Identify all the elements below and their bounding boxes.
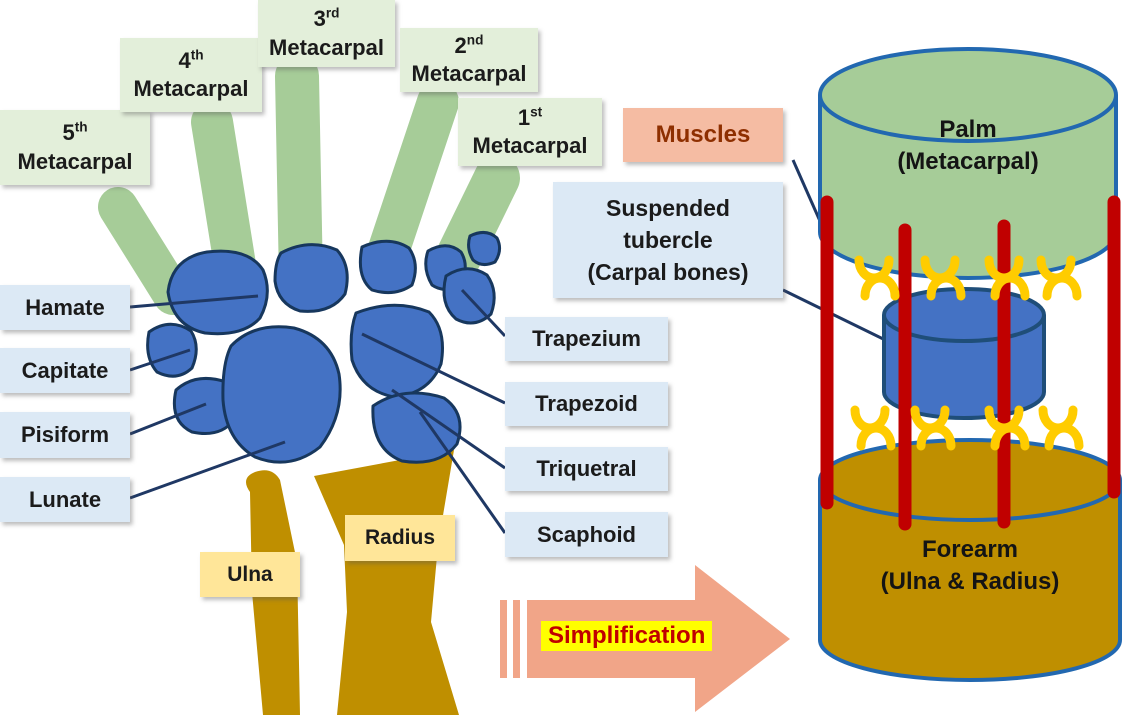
lunate-leader-line (129, 440, 286, 500)
label-scaphoid: Scaphoid (505, 512, 668, 557)
label-line: Metacarpal (17, 148, 133, 174)
label-1st-metacarpal: 1st Metacarpal (458, 98, 602, 166)
label-line: (Ulna & Radius) (880, 567, 1060, 595)
label-line: Metacarpal (411, 61, 527, 86)
capitate-leader-line (129, 348, 191, 372)
label-ulna: Ulna (200, 552, 300, 597)
label-line: tubercle (623, 226, 713, 253)
trapezoid-leader-line (361, 332, 506, 405)
lunate-bone (221, 325, 342, 464)
label-3rd-metacarpal: 3rd Metacarpal (258, 0, 395, 67)
label-muscles: Muscles (623, 108, 783, 162)
palm-cylinder-label: Palm (Metacarpal) (818, 114, 1118, 177)
triquetral-leader-line (391, 388, 506, 470)
label-line: 3rd (313, 6, 340, 32)
label-line: Metacarpal (269, 34, 384, 60)
label-triquetral: Triquetral (505, 447, 668, 491)
scaphoid-bone (371, 391, 462, 464)
carpal-top-right-bone (358, 239, 417, 295)
arrow-stripe-2 (513, 600, 520, 678)
metacarpal-2-bone (365, 81, 459, 279)
label-radius: Radius (345, 515, 455, 561)
forearm-cylinder (818, 438, 1122, 682)
forearm-cylinder-label: Forearm (Ulna & Radius) (820, 534, 1120, 597)
label-line: 1st (517, 104, 543, 130)
trapezium-leader-line (460, 288, 507, 338)
forearm-cylinder-top (818, 438, 1122, 522)
label-line: 4th (178, 47, 204, 73)
label-pisiform: Pisiform (0, 412, 130, 458)
label-line: Palm (939, 116, 997, 143)
label-5th-metacarpal: 5th Metacarpal (0, 110, 150, 185)
label-line: 2nd (454, 32, 484, 58)
hamate-leader-line (129, 294, 259, 309)
simplification-label: Simplification (541, 621, 713, 651)
label-line: Metacarpal (472, 133, 588, 158)
label-capitate: Capitate (0, 348, 130, 393)
pisiform-leader-line (129, 402, 207, 436)
carpal-tiny-bone (467, 231, 502, 267)
label-line: (Metacarpal) (897, 147, 1039, 175)
label-hamate: Hamate (0, 285, 130, 330)
label-line: Suspended (606, 194, 730, 221)
label-line: Forearm (921, 536, 1019, 563)
palm-cylinder (818, 47, 1118, 280)
arrow-stripe-1 (500, 600, 507, 678)
label-4th-metacarpal: 4th Metacarpal (120, 38, 262, 112)
radius-bone (314, 450, 459, 715)
palm-cylinder-top (818, 47, 1118, 143)
label-suspended-tubercle: Suspended tubercle (Carpal bones) (553, 182, 783, 298)
label-2nd-metacarpal: 2nd Metacarpal (400, 28, 538, 92)
hamate-bone (166, 249, 269, 336)
forearm-cylinder-body (818, 480, 1122, 682)
label-line: Metacarpal (133, 76, 249, 101)
label-trapezoid: Trapezoid (505, 382, 668, 426)
scaphoid-leader-line (418, 411, 507, 534)
metacarpal-5-bone (98, 187, 193, 315)
label-line: (Carpal bones) (587, 259, 749, 286)
label-lunate: Lunate (0, 477, 130, 522)
spring-hooks (850, 255, 1084, 451)
carpal-bones (146, 231, 502, 464)
label-trapezium: Trapezium (505, 317, 668, 361)
label-line: 5th (62, 120, 88, 146)
carpal-top-middle-bone (273, 243, 349, 313)
palm-cylinder-body (818, 95, 1118, 280)
